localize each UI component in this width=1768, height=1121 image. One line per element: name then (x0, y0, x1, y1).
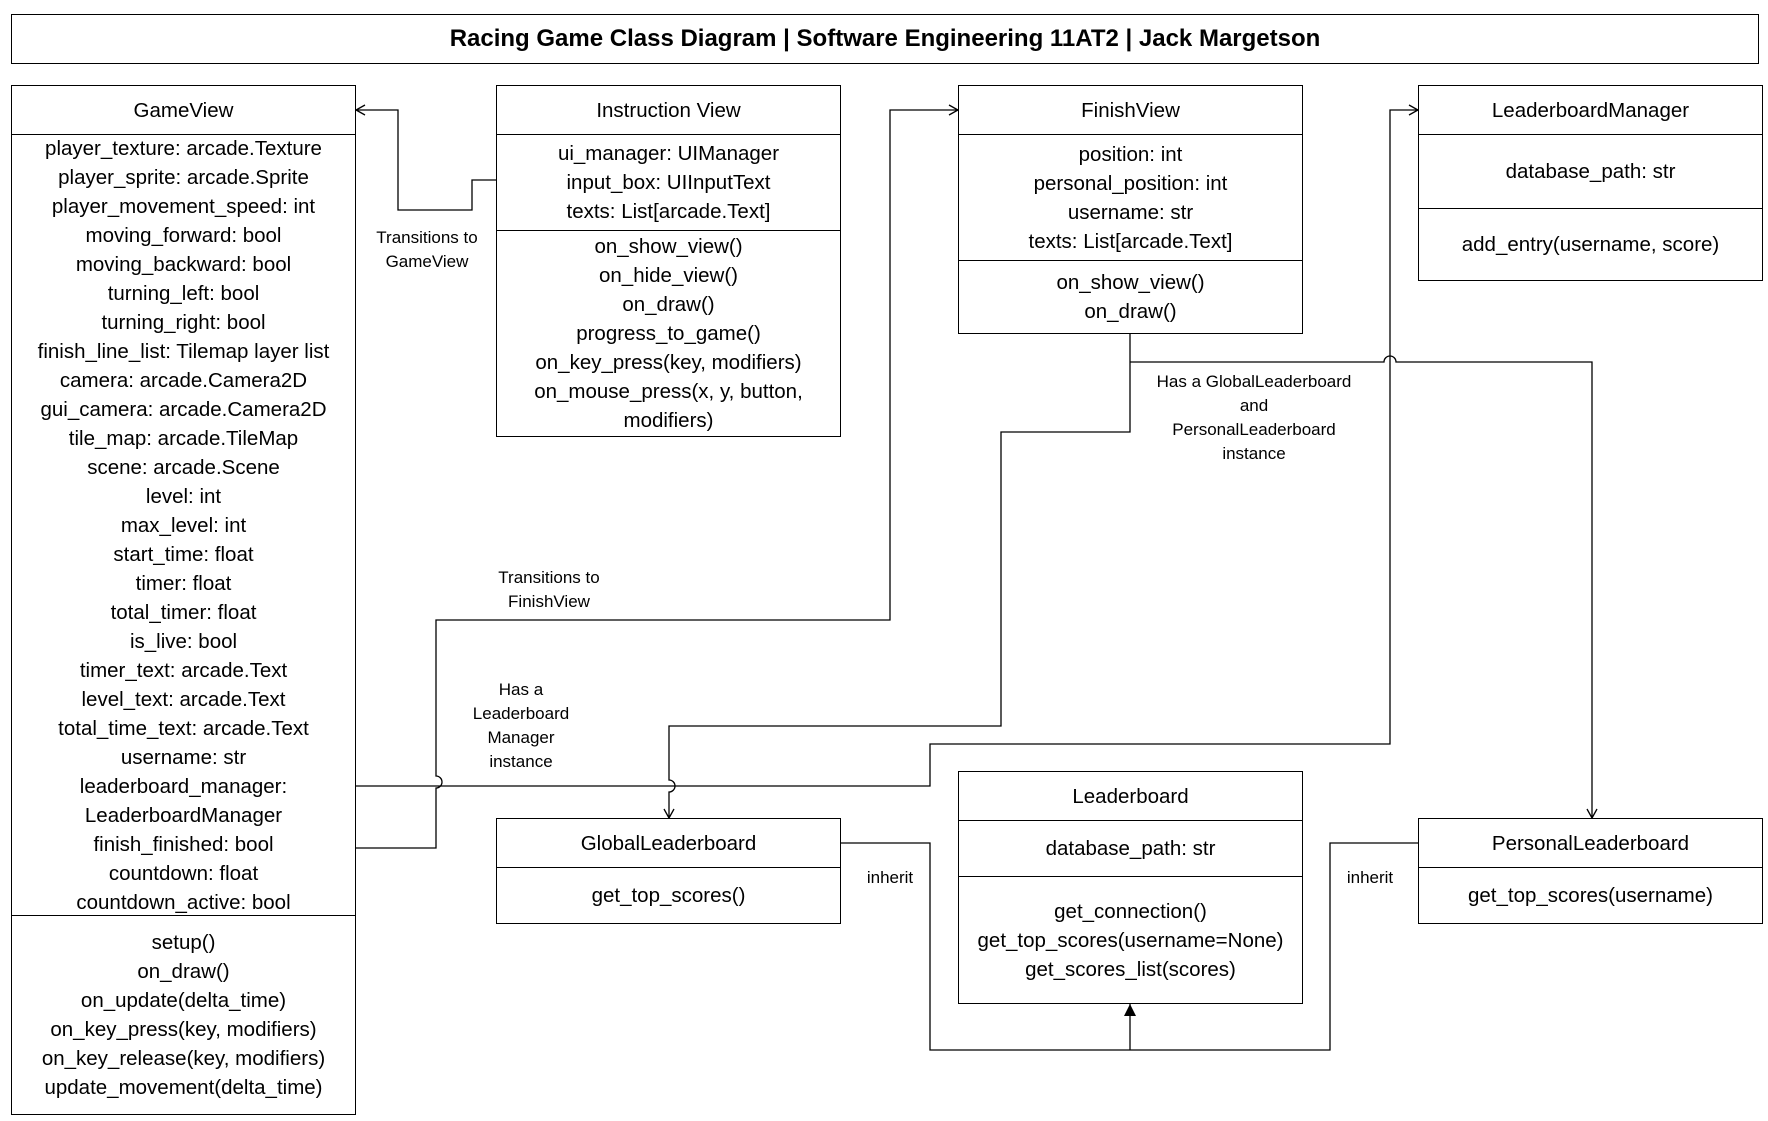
class-attribute: finish_line_list: Tilemap layer list (37, 339, 330, 363)
class-method: get_connection() (1054, 899, 1207, 923)
class-attribute: player_texture: arcade.Texture (45, 136, 322, 160)
class-method: on_show_view() (1056, 271, 1205, 294)
class-attribute: tile_map: arcade.TileMap (68, 426, 299, 450)
class-attribute: max_level: int (120, 513, 247, 537)
edge-finishview-to-globalleaderboard (663, 334, 1131, 820)
class-attribute: finish_finished: bool (93, 832, 274, 856)
class-instruction-view: Instruction View ui_manager: UIManager in… (496, 85, 841, 437)
class-attribute: camera: arcade.Camera2D (59, 368, 308, 392)
class-attribute: scene: arcade.Scene (87, 455, 280, 479)
class-attribute: countdown: float (108, 861, 259, 885)
class-finishview-name: FinishView (959, 86, 1302, 135)
class-attribute: input_box: UIInputText (566, 171, 771, 194)
class-method: on_hide_view() (598, 264, 739, 287)
class-leaderboard-name: Leaderboard (959, 772, 1302, 821)
class-attribute: total_time_text: arcade.Text (58, 716, 309, 740)
label-transitions-to-gameview: Transitions to GameView (376, 228, 478, 271)
class-globalleaderboard-name: GlobalLeaderboard (497, 819, 840, 868)
edge-gameview-to-leaderboardmanager (356, 104, 1420, 787)
edge-instruction-to-gameview (354, 104, 496, 211)
class-finishview-methods: on_show_view() on_draw() (959, 261, 1302, 333)
class-attribute: player_sprite: arcade.Sprite (58, 165, 309, 189)
class-attribute: countdown_active: bool (76, 890, 291, 914)
class-method: add_entry(username, score) (1461, 233, 1720, 256)
class-attribute: texts: List[arcade.Text] (566, 200, 771, 223)
diagram-title-text: Racing Game Class Diagram | Software Eng… (449, 25, 1321, 52)
class-attribute: player_movement_speed: int (51, 194, 316, 218)
class-attribute: timer_text: arcade.Text (79, 658, 288, 682)
class-attribute: timer: float (135, 571, 232, 595)
class-attribute: moving_forward: bool (85, 223, 282, 247)
class-attribute: personal_position: int (1033, 171, 1228, 195)
class-method: on_draw() (1084, 300, 1177, 323)
class-attribute: LeaderboardManager (84, 803, 283, 827)
label-transitions-to-finishview: Transitions to FinishView (498, 568, 600, 611)
class-finishview-attributes: position: int personal_position: int usern… (959, 135, 1302, 261)
edge-global-inherits (841, 842, 1130, 1051)
class-gameview-name: GameView (12, 86, 355, 135)
class-instruction-view-methods: on_show_view() on_hide_view() on_draw()pro… (497, 231, 840, 436)
label-has-global-personal: Has a GlobalLeaderboard and PersonalLead… (1156, 372, 1352, 463)
class-method: on_key_press(key, modifiers) (50, 1018, 317, 1041)
class-method: modifiers) (623, 409, 714, 432)
class-method: update_movement(delta_time) (44, 1076, 323, 1099)
class-attribute: level: int (145, 484, 222, 508)
class-method: setup() (151, 931, 216, 954)
class-method: get_top_scores(username) (1468, 884, 1713, 907)
class-attribute: texts: List[arcade.Text] (1028, 229, 1233, 253)
class-attribute: turning_right: bool (101, 310, 266, 334)
class-method: on_key_release(key, modifiers) (41, 1047, 326, 1070)
class-leaderboard-methods: get_connection() get_top_scores(username=… (959, 877, 1302, 1003)
class-attribute: database_path: str (1505, 160, 1676, 183)
class-leaderboardmanager: LeaderboardManager database_path: str ad… (1418, 85, 1763, 281)
class-gameview-attributes: player_texture: arcade.Texture player_spr… (12, 135, 355, 916)
class-personalleaderboard-methods: get_top_scores(username) (1419, 868, 1762, 923)
class-method: on_draw() (137, 960, 230, 983)
class-globalleaderboard: GlobalLeaderboard get_top_scores() (496, 818, 841, 924)
class-method: progress_to_game() (576, 322, 761, 345)
class-attribute: leaderboard_manager: (79, 774, 288, 798)
class-personalleaderboard: PersonalLeaderboard get_top_scores(usern… (1418, 818, 1763, 924)
diagram-title: Racing Game Class Diagram | Software Eng… (11, 14, 1759, 64)
class-leaderboard: Leaderboard database_path: str get_conne… (958, 771, 1303, 1004)
class-attribute: database_path: str (1045, 837, 1216, 860)
class-finishview: FinishView position: int personal_positio… (958, 85, 1303, 334)
label-has-leaderboard-manager: Has a Leaderboard Manager instance (472, 680, 570, 771)
class-leaderboard-attributes: database_path: str (959, 821, 1302, 877)
class-leaderboardmanager-attributes: database_path: str (1419, 135, 1762, 209)
class-method: on_key_press(key, modifiers) (535, 351, 802, 374)
class-method: on_mouse_press(x, y, button, (534, 380, 803, 403)
class-method: on_show_view() (594, 235, 743, 258)
edge-finishview-to-personalleaderboard (1130, 355, 1598, 820)
class-method: on_update(delta_time) (80, 989, 287, 1012)
class-attribute: username: str (120, 745, 247, 769)
label-inherit-left: inherit (866, 868, 914, 887)
class-method: on_draw() (622, 293, 715, 316)
edge-personal-inherits (1130, 842, 1418, 1051)
class-leaderboardmanager-name: LeaderboardManager (1419, 86, 1762, 135)
label-inherit-right: inherit (1346, 868, 1394, 887)
class-attribute: ui_manager: UIManager (557, 142, 780, 165)
class-globalleaderboard-methods: get_top_scores() (497, 868, 840, 923)
class-attribute: level_text: arcade.Text (81, 687, 286, 711)
class-leaderboardmanager-methods: add_entry(username, score) (1419, 209, 1762, 280)
class-gameview-methods: setup() on_draw() on_update(delta_time) on_… (12, 916, 355, 1114)
class-attribute: gui_camera: arcade.Camera2D (40, 397, 327, 421)
class-attribute: moving_backward: bool (75, 252, 292, 276)
class-attribute: position: int (1078, 142, 1183, 166)
class-attribute: turning_left: bool (107, 281, 260, 305)
class-instruction-view-attributes: ui_manager: UIManager input_box: UIInputT… (497, 135, 840, 231)
class-method: get_top_scores() (591, 884, 746, 907)
class-attribute: username: str (1067, 200, 1194, 224)
class-instruction-view-name: Instruction View (497, 86, 840, 135)
class-method: get_scores_list(scores) (1025, 957, 1236, 981)
class-method: get_top_scores(username=None) (977, 928, 1284, 952)
class-attribute: total_timer: float (110, 600, 257, 624)
class-attribute: is_live: bool (129, 629, 238, 653)
edge-gameview-to-finishview (356, 104, 960, 849)
class-personalleaderboard-name: PersonalLeaderboard (1419, 819, 1762, 868)
class-attribute: start_time: float (113, 542, 254, 566)
